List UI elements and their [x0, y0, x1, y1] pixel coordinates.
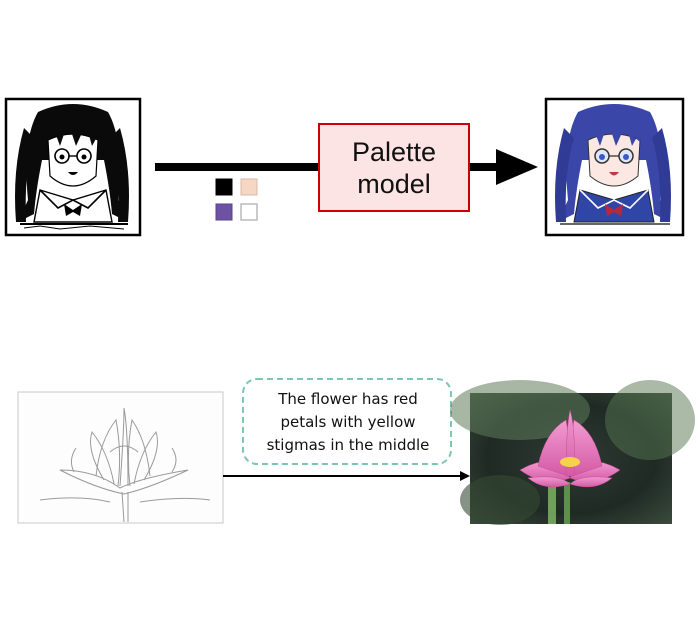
swatch-peach [240, 178, 258, 196]
pink-lotus-photo-icon [450, 380, 695, 525]
palette-swatches [215, 178, 258, 221]
palette-model-box [318, 123, 470, 212]
arrow-head-bottom [460, 471, 470, 481]
colored-anime-girl-icon [544, 97, 685, 237]
flower-sketch-icon [17, 391, 224, 524]
arrow-head-top [496, 149, 538, 185]
caption-box [242, 378, 452, 465]
swatch-black [215, 178, 233, 196]
swatch-purple [215, 203, 233, 221]
swatch-white [240, 203, 258, 221]
lineart-anime-girl-icon [4, 97, 142, 237]
